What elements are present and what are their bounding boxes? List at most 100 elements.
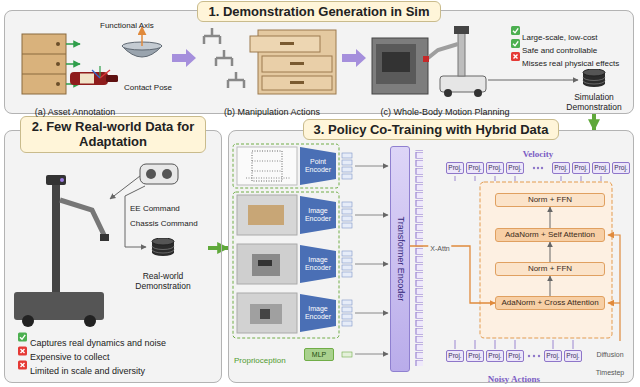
token-stack [342, 352, 352, 357]
point-cloud-figure [252, 151, 282, 181]
proj-arrow [515, 340, 516, 349]
token-stack [415, 150, 423, 366]
proj-arrow [553, 340, 554, 349]
proj-box: Proj. [592, 162, 610, 174]
node-text: Proj. [468, 352, 481, 359]
mlp-box: MLP [304, 348, 334, 361]
annotation-label: Chassis Command [130, 219, 198, 228]
label-slot: Chassis Command [130, 212, 218, 230]
camera-image-figure [252, 254, 280, 276]
annotation-label: Proprioception [234, 356, 286, 365]
attention-block: AdaNorm + Self Attention [495, 228, 605, 242]
label-slot: Functional Axis [100, 14, 170, 32]
token-arrow [355, 166, 388, 167]
proj-box: Proj. [466, 350, 484, 362]
database-icon [151, 238, 175, 256]
camera-image-figure [250, 304, 282, 324]
bowl-figure [122, 27, 162, 57]
label-slot: (c) Whole-Body Motion Planning [360, 101, 530, 119]
cabinet-figure [22, 34, 66, 94]
node-text: Proj. [448, 352, 461, 359]
oven-figure [376, 44, 416, 84]
node-text: Image Encoder [303, 207, 333, 222]
proj-arrow [455, 176, 456, 181]
proj-arrow [601, 176, 602, 181]
ellipsis-dots [538, 355, 540, 357]
ffn-block: Norm + FFN [495, 262, 605, 276]
gripper-figure [228, 72, 244, 88]
node-text: Proj. [508, 352, 521, 359]
token-stack [342, 150, 423, 366]
token-arrow [355, 313, 388, 314]
proj-box: Proj. [486, 162, 504, 174]
encoder-shape [300, 196, 336, 234]
node-text: Simulation Demonstration [556, 93, 632, 112]
annotation-label: (b) Manipulation Actions [224, 107, 320, 117]
bottle-figure [92, 70, 100, 78]
real-robot-figure [52, 185, 60, 292]
checklist-icon [511, 52, 520, 61]
node-text: Proj. [448, 164, 461, 171]
node-text: Proj. [594, 164, 607, 171]
label-slot: (a) Asset Annotation [15, 101, 135, 119]
encoder-shape [300, 294, 336, 332]
connector-arrow [550, 276, 551, 296]
label-slot: Contact Pose [124, 76, 184, 94]
point-cloud-figure [246, 161, 290, 178]
mobile-robot-figure [444, 89, 452, 97]
annotation-label: Contact Pose [124, 83, 172, 92]
token-arrow [355, 215, 388, 216]
node-text: Proj. [566, 352, 579, 359]
gripper-figure [216, 50, 232, 66]
point-cloud-figure [237, 147, 297, 185]
node-text: Point Encoder [303, 158, 333, 173]
heading-pill: 1. Demonstration Generation in Sim [197, 1, 440, 22]
vr-headset-icon [110, 176, 140, 199]
drawer-cabinet-figure [290, 62, 304, 65]
label-slot: Noisy Actions [474, 368, 554, 386]
decoder-block-outline [480, 182, 612, 338]
bottle-figure [100, 70, 110, 78]
node-text: Norm + FFN [528, 196, 572, 205]
camera-image-figure [237, 293, 297, 333]
proj-arrow [495, 176, 496, 181]
cabinet-figure [56, 42, 60, 46]
bottle-figure [70, 66, 118, 85]
real-robot-figure [60, 200, 104, 235]
label-slot: (b) Manipulation Actions [197, 101, 347, 119]
proj-arrow [515, 176, 516, 181]
label-slot: Proprioception [234, 349, 302, 367]
mobile-robot-figure [488, 80, 578, 81]
annotation-label: Expensive to collect [30, 352, 110, 362]
node-text: Proj. [488, 352, 501, 359]
edge-label-slot: X-Attn [428, 237, 451, 255]
annotation-label: Diffusion Timestep [596, 351, 625, 376]
annotation-label: (a) Asset Annotation [35, 107, 116, 117]
input-group-outline [233, 144, 339, 338]
proj-arrow [475, 176, 476, 181]
mobile-robot-figure [458, 32, 465, 76]
point-cloud-figure [237, 147, 297, 185]
ffn-block: Norm + FFN [495, 193, 605, 207]
camera-image-figure [237, 244, 297, 284]
token-arrow [355, 354, 388, 355]
timestep-leader [608, 235, 620, 341]
database-icon [152, 238, 174, 256]
token-stack [342, 300, 352, 326]
annotation-label: Large-scale, low-cost [522, 33, 598, 42]
bottle-figure [106, 75, 118, 82]
mobile-robot-figure [423, 56, 429, 62]
real-robot-figure [14, 175, 109, 327]
token-stack [342, 202, 352, 228]
proj-box: Proj. [544, 350, 562, 362]
section-heading: 1. Demonstration Generation in Sim [208, 4, 429, 19]
node-text: Norm + FFN [528, 265, 572, 274]
proj-box: Proj. [506, 162, 524, 174]
proj-box: Proj. [506, 350, 524, 362]
real-robot-figure [60, 178, 64, 182]
node-text: Proj. [546, 352, 559, 359]
database-icon [582, 69, 606, 87]
ellipsis-dots [533, 167, 535, 169]
proj-box: Proj. [446, 162, 464, 174]
